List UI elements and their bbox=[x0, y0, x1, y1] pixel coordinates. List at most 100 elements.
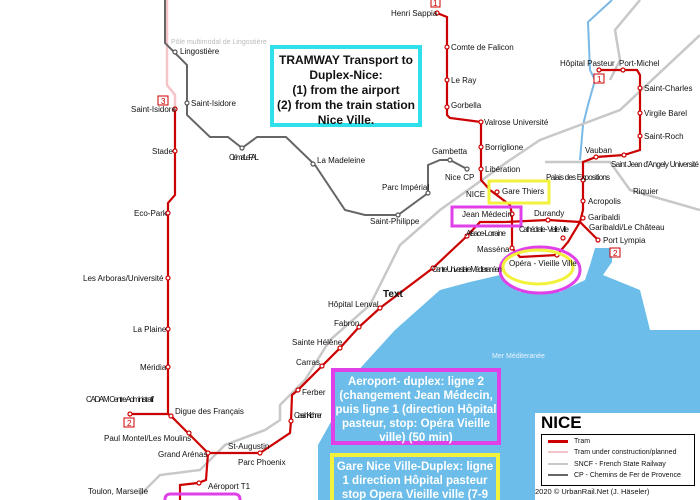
station-label: Aéroport T1 bbox=[208, 482, 251, 491]
airport-route-box: Aeroport- duplex: ligne 2 (changement Je… bbox=[331, 368, 501, 445]
station-label: Valrose Université bbox=[484, 118, 549, 127]
legend-box: Tram Tram under construction/planned SNC… bbox=[541, 434, 695, 486]
station-label: Palais des Expositions bbox=[546, 173, 610, 182]
info-line: Gare Nice Ville-Duplex: ligne bbox=[336, 461, 494, 473]
station-label: Cassin Kirchner bbox=[294, 411, 322, 420]
station-label: Riquier bbox=[633, 187, 659, 196]
legend-credit: 2020 © UrbanRail.Net (J. Häseler) bbox=[535, 487, 650, 496]
planned-tram bbox=[165, 0, 177, 108]
tramway-info-box: TRAMWAY Transport to Duplex-Nice: (1) fr… bbox=[270, 45, 422, 127]
gare-thiers-highlight bbox=[487, 179, 551, 205]
station-label: Cathédrale - Vieille Ville bbox=[519, 225, 570, 234]
station-label: Eco-Park bbox=[134, 209, 168, 218]
station-label: CADAM Centre Administratif bbox=[86, 395, 155, 404]
toulon-label: Toulon, Marseille bbox=[88, 487, 149, 496]
line-badge: 1 bbox=[597, 75, 602, 84]
station-label: Méridia bbox=[140, 363, 167, 372]
cp-railway bbox=[164, 0, 468, 216]
station-label: Gare Thiers bbox=[502, 187, 544, 196]
station-label: Le Ray bbox=[451, 76, 476, 85]
station-label: Sainte Hélène bbox=[292, 338, 343, 347]
station-label: La Madeleine bbox=[317, 156, 366, 165]
station-label: Saint Jean d'Angely Université bbox=[611, 160, 700, 169]
sncf-railway-riquier bbox=[545, 160, 700, 212]
legend-title: NICE bbox=[541, 413, 582, 432]
station-label: Saint-Philippe bbox=[370, 217, 420, 226]
info-line: Aeroport- duplex: ligne 2 bbox=[347, 376, 485, 388]
station-label: Fabron bbox=[334, 319, 359, 328]
line-badges: 1 1 3 2 2 bbox=[123, 0, 621, 428]
station-label: Centre Universitaire Méditerranéen bbox=[432, 265, 502, 274]
station-label: La Plaine bbox=[133, 325, 167, 334]
info-line: (2) from the train station bbox=[276, 98, 415, 112]
station-label: Saint-Roch bbox=[644, 132, 684, 141]
line-badge: 3 bbox=[161, 97, 166, 106]
legend-item-sncf: SNCF - French State Railway bbox=[548, 461, 666, 471]
legend-item-tram: Tram bbox=[548, 438, 590, 448]
station-label: Acropolis bbox=[588, 197, 621, 206]
station-label: Garibaldi bbox=[588, 213, 620, 222]
info-line: Nice Ville. bbox=[317, 113, 375, 127]
info-line: puis ligne 1 (direction Hôpital bbox=[335, 404, 497, 416]
station-label: Virgile Barel bbox=[644, 109, 687, 118]
info-line: (changement Jean Médecin, bbox=[339, 390, 493, 402]
jean-medecin-highlight bbox=[450, 205, 523, 228]
sea-label: Mer Méditeranée bbox=[492, 353, 545, 360]
station-label: Libération bbox=[485, 165, 520, 174]
info-line: Duplex-Nice: bbox=[309, 68, 383, 82]
bottom-highlight bbox=[163, 492, 242, 500]
station-label: Port Lympia bbox=[603, 236, 646, 245]
map-legend: NICE Tram Tram under construction/planne… bbox=[535, 413, 700, 500]
station-label: Crémat Le P.A.L. bbox=[229, 153, 259, 162]
opera-highlight-magenta bbox=[498, 245, 582, 295]
opera-highlight-yellow bbox=[501, 248, 575, 286]
station-label: St-Augustin bbox=[228, 442, 269, 451]
station-label: Grand Arénas bbox=[158, 450, 207, 459]
station-label: Henri Sappia bbox=[391, 9, 438, 18]
text-label: Text bbox=[383, 289, 403, 300]
station-label: Paul Montel/Les Moulins bbox=[104, 434, 191, 443]
station-label: Digue des Français bbox=[175, 407, 244, 416]
station-label: Hôpital Pasteur bbox=[560, 59, 615, 68]
station-label: Gambetta bbox=[432, 147, 468, 156]
station-label: Opéra - Vieille Ville bbox=[509, 259, 577, 268]
station-labels: Pôle multimodal de Lingostière Henri Sap… bbox=[83, 9, 700, 496]
info-line: TRAMWAY Transport to bbox=[278, 53, 413, 67]
station-label: Ferber bbox=[302, 388, 326, 397]
legend-item-planned: Tram under construction/planned bbox=[548, 449, 676, 459]
tram-line-1 bbox=[436, 11, 642, 259]
station-route-box: Gare Nice Ville-Duplex: ligne 1 directio… bbox=[330, 453, 500, 500]
station-label: Saint-Isidore bbox=[131, 105, 176, 114]
sncf-railway-north bbox=[608, 0, 641, 81]
line-badge: 1 bbox=[433, 0, 438, 8]
station-label: Alsace-Lorraine bbox=[466, 229, 507, 238]
station-label: Vauban bbox=[585, 146, 612, 155]
nice-label: NICE bbox=[466, 190, 485, 199]
station-label: Masséna bbox=[477, 245, 510, 254]
station-label: Saint-Isidore bbox=[191, 99, 236, 108]
legend-item-cp: CP - Chemins de Fer de Provence bbox=[548, 472, 681, 482]
info-line: pasteur, stop: Opéra Vieille bbox=[341, 418, 491, 430]
station-label: Stade bbox=[152, 147, 173, 156]
pole-label: Pôle multimodal de Lingostière bbox=[171, 39, 267, 46]
station-label: Hôpital Lenval bbox=[328, 300, 379, 309]
station-label: Durandy bbox=[534, 209, 564, 218]
info-line: ville) (50 min) bbox=[379, 432, 453, 444]
station-label: Parc Phoenix bbox=[238, 458, 286, 467]
line-badge: 2 bbox=[127, 419, 132, 428]
station-label: Jean Médecin bbox=[462, 210, 512, 219]
station-label: Saint-Charles bbox=[644, 84, 692, 93]
info-line: (1) from the airport bbox=[292, 83, 400, 97]
station-label: Gorbella bbox=[451, 101, 482, 110]
station-label: Les Arboras/Université bbox=[83, 274, 164, 283]
station-label: Port-Michel bbox=[619, 59, 660, 68]
sncf-railway bbox=[139, 34, 700, 496]
station-nodes bbox=[127, 10, 643, 486]
station-label: Lingostière bbox=[180, 47, 220, 56]
station-label: Parc Impérial bbox=[382, 183, 429, 192]
line-badge: 2 bbox=[613, 249, 618, 258]
station-label: Borriglione bbox=[485, 143, 524, 152]
info-line: 1 direction Hôpital pasteur bbox=[342, 475, 488, 487]
info-line: stop Opera Vieille ville (7-9 bbox=[341, 489, 489, 500]
